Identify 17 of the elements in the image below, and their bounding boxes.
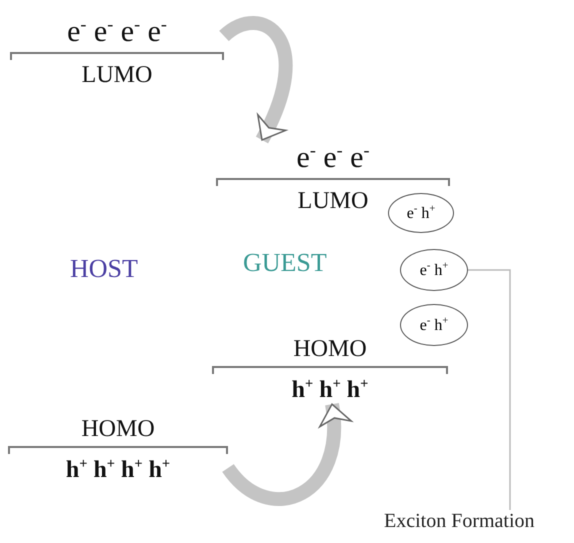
exciton-ellipse: e$^{-}$ h$^{+}$ [388, 193, 454, 233]
level-top-text: HOMO [293, 336, 367, 364]
level-bottom-text: LUMO [298, 188, 368, 216]
level-bottom-text: h$^{+}$ h$^{+}$ h$^{+}$ h$^{+}$ [66, 456, 170, 484]
level-top-text: HOMO [81, 416, 155, 444]
level-bottom-text: LUMO [82, 62, 152, 90]
curved-arrow [222, 403, 351, 506]
curved-arrow [220, 16, 292, 144]
leader-line [468, 269, 511, 510]
exciton-ellipse: e$^{-}$ h$^{+}$ [400, 304, 468, 346]
level-bottom-text: h$^{+}$ h$^{+}$ h$^{+}$ [292, 376, 368, 404]
material-label: GUEST [243, 248, 327, 278]
level-top-text: e$^{-}$ e$^{-}$ e$^{-}$ [296, 140, 370, 176]
caption-text: Exciton Formation [384, 510, 535, 533]
level-top-text: e$^{-}$ e$^{-}$ e$^{-}$ e$^{-}$ [67, 14, 167, 50]
exciton-ellipse: e$^{-}$ h$^{+}$ [400, 249, 468, 291]
material-label: HOST [70, 254, 138, 284]
